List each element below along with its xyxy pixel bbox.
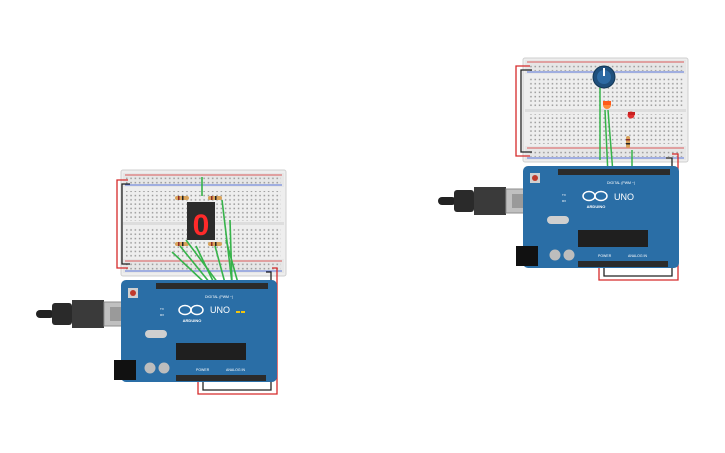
wires-green-left[interactable] — [171, 177, 239, 284]
digital-pins-label: DIGITAL (PWM ~) — [205, 295, 233, 299]
analog-pins-label: ANALOG IN — [226, 368, 246, 372]
arduino-model-label: UNO — [614, 192, 634, 202]
arduino-brand-label: ARDUINO — [587, 204, 606, 209]
tx-label: TX — [160, 307, 164, 311]
rx-label: RX — [160, 313, 164, 317]
tx-label: TX — [562, 193, 566, 197]
arduino-logo-icon — [582, 190, 608, 202]
arduino-model-label: UNO — [210, 305, 230, 315]
resistor-icon[interactable] — [175, 242, 189, 246]
wires-power-left[interactable] — [116, 179, 278, 395]
seven-segment-circuit: 0 — [36, 169, 287, 395]
arduino-uno-right[interactable]: ARDUINO UNO DIGITAL (PWM ~) POWER ANALOG… — [516, 166, 679, 268]
digital-pins-label: DIGITAL (PWM ~) — [607, 181, 635, 185]
resistor-icon[interactable] — [626, 136, 630, 148]
seven-segment-display-icon[interactable]: 0 — [187, 202, 215, 242]
potentiometer-icon[interactable] — [592, 65, 616, 89]
power-pins-label: POWER — [598, 254, 612, 258]
led-icon[interactable] — [627, 111, 636, 119]
seven-segment-digit: 0 — [193, 209, 210, 242]
led-icon[interactable] — [603, 101, 611, 109]
power-pins-label: POWER — [196, 368, 210, 372]
rx-label: RX — [562, 199, 566, 203]
arduino-brand-label: ARDUINO — [183, 318, 202, 323]
resistor-icon[interactable] — [208, 196, 222, 200]
resistor-icon[interactable] — [208, 242, 222, 246]
resistor-icon[interactable] — [175, 196, 189, 200]
wires-power-right[interactable] — [515, 65, 679, 281]
analog-pins-label: ANALOG IN — [628, 254, 648, 258]
arduino-uno-left[interactable]: ARDUINO UNO DIGITAL (PWM ~) POWER ANALOG… — [114, 280, 277, 382]
arduino-logo-icon — [178, 304, 204, 316]
potentiometer-led-circuit: ARDUINO UNO DIGITAL (PWM ~) POWER ANALOG… — [438, 57, 689, 281]
